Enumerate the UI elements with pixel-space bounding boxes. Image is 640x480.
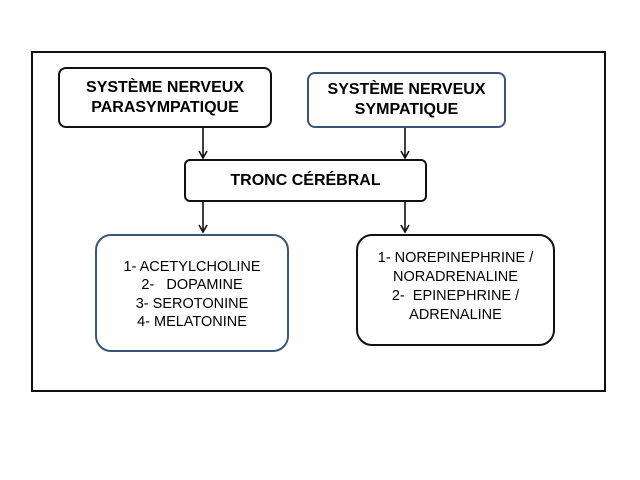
sympathetic-list-item: NORADRENALINE: [393, 269, 518, 285]
parasympathetic-title-line1: SYSTÈME NERVEUX: [86, 78, 244, 96]
parasympathetic-list-item: 3- SEROTONINE: [135, 295, 249, 312]
sympathetic-system-box: SYSTÈME NERVEUX SYMPATIQUE: [307, 72, 506, 128]
sympathetic-title-line1: SYSTÈME NERVEUX: [327, 81, 486, 98]
sympathetic-list-item: ADRENALINE: [409, 307, 502, 323]
sympathetic-neurotransmitter-box: 1- NOREPINEPHRINE / NORADRENALINE 2- EPI…: [356, 234, 555, 346]
parasympathetic-title-line2: PARASYMPATIQUE: [91, 98, 239, 116]
brainstem-label: TRONC CÉRÉBRAL: [230, 171, 381, 189]
parasympathetic-neurotransmitter-box: 1- ACETYLCHOLINE 2- DOPAMINE 3- SEROTONI…: [95, 234, 289, 352]
parasympathetic-list-item: 1- ACETYLCHOLINE: [123, 258, 261, 275]
sympathetic-list-item: 2- EPINEPHRINE /: [391, 288, 520, 304]
brainstem-box: TRONC CÉRÉBRAL: [184, 159, 427, 202]
parasympathetic-list-item: 4- MELATONINE: [137, 314, 247, 330]
sympathetic-title-line2: SYMPATIQUE: [354, 101, 459, 118]
sympathetic-list-item: 1- NOREPINEPHRINE /: [377, 250, 534, 266]
parasympathetic-list-item: 2- DOPAMINE: [141, 277, 243, 293]
diagram-frame: [31, 51, 606, 392]
parasympathetic-system-box: SYSTÈME NERVEUX PARASYMPATIQUE: [58, 67, 272, 128]
